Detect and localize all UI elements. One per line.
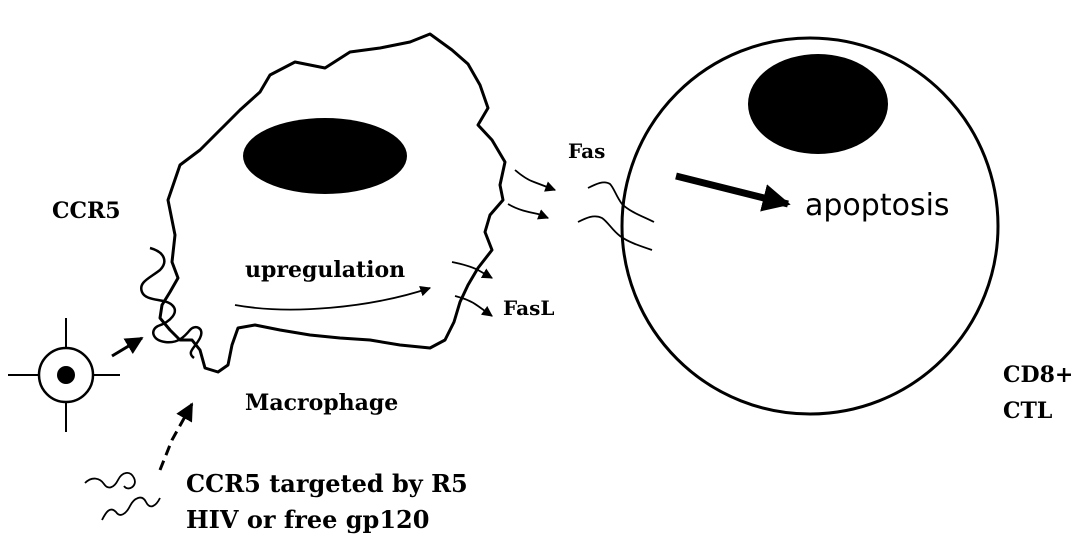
- ctl-nucleus: [748, 54, 888, 154]
- apoptosis-arrow: [676, 176, 788, 204]
- fas-label: Fas: [568, 139, 605, 163]
- ccr5-targeted-caption-line2: HIV or free gp120: [186, 506, 429, 535]
- ctl-label: CTL: [1003, 398, 1052, 424]
- macrophage-membrane: [160, 34, 505, 372]
- macrophage-nucleus: [243, 118, 407, 194]
- hiv-virion-icon: [8, 318, 120, 432]
- fasl-label: FasL: [503, 296, 554, 320]
- upregulation-arrow: [235, 288, 430, 310]
- cd8-label: CD8+: [1003, 362, 1073, 388]
- fas-ligand-upper: [515, 170, 555, 190]
- gp120-squiggle-icon: [85, 473, 160, 520]
- ccr5-label: CCR5: [52, 198, 121, 224]
- ccr5-targeted-caption-line1: CCR5 targeted by R5: [186, 470, 468, 499]
- upregulation-label: upregulation: [245, 257, 405, 283]
- apoptosis-label: apoptosis: [805, 188, 950, 224]
- fas-receptor-lower: [578, 216, 652, 250]
- macrophage-label: Macrophage: [245, 390, 398, 416]
- virion-to-ccr5-arrow: [112, 338, 142, 356]
- gp120-to-macrophage-arrow: [160, 404, 192, 470]
- fas-ligand-lower: [508, 204, 548, 218]
